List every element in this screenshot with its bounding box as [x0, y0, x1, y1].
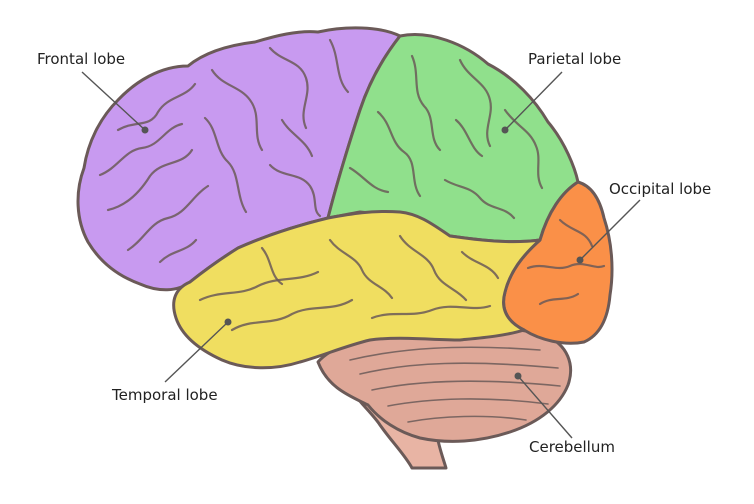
- frontal-lobe-label: Frontal lobe: [37, 50, 126, 68]
- parietal-lobe-label: Parietal lobe: [528, 50, 622, 68]
- parietal-folds: [348, 54, 544, 220]
- temporal-lobe-region: [172, 209, 542, 370]
- cerebellum-label: Cerebellum: [529, 438, 615, 456]
- temporal-leader: [164, 318, 232, 383]
- temporal-folds: [198, 234, 500, 332]
- occipital-lobe-label: Occipital lobe: [609, 180, 712, 198]
- frontal-folds: [98, 38, 350, 264]
- frontal-leader: [81, 71, 149, 134]
- cerebellum-folds: [349, 346, 561, 423]
- occipital-folds: [526, 218, 606, 306]
- cerebellum-leader: [514, 372, 573, 439]
- temporal-lobe-label: Temporal lobe: [112, 386, 218, 404]
- occipital-leader: [576, 199, 641, 264]
- parietal-leader: [501, 71, 563, 134]
